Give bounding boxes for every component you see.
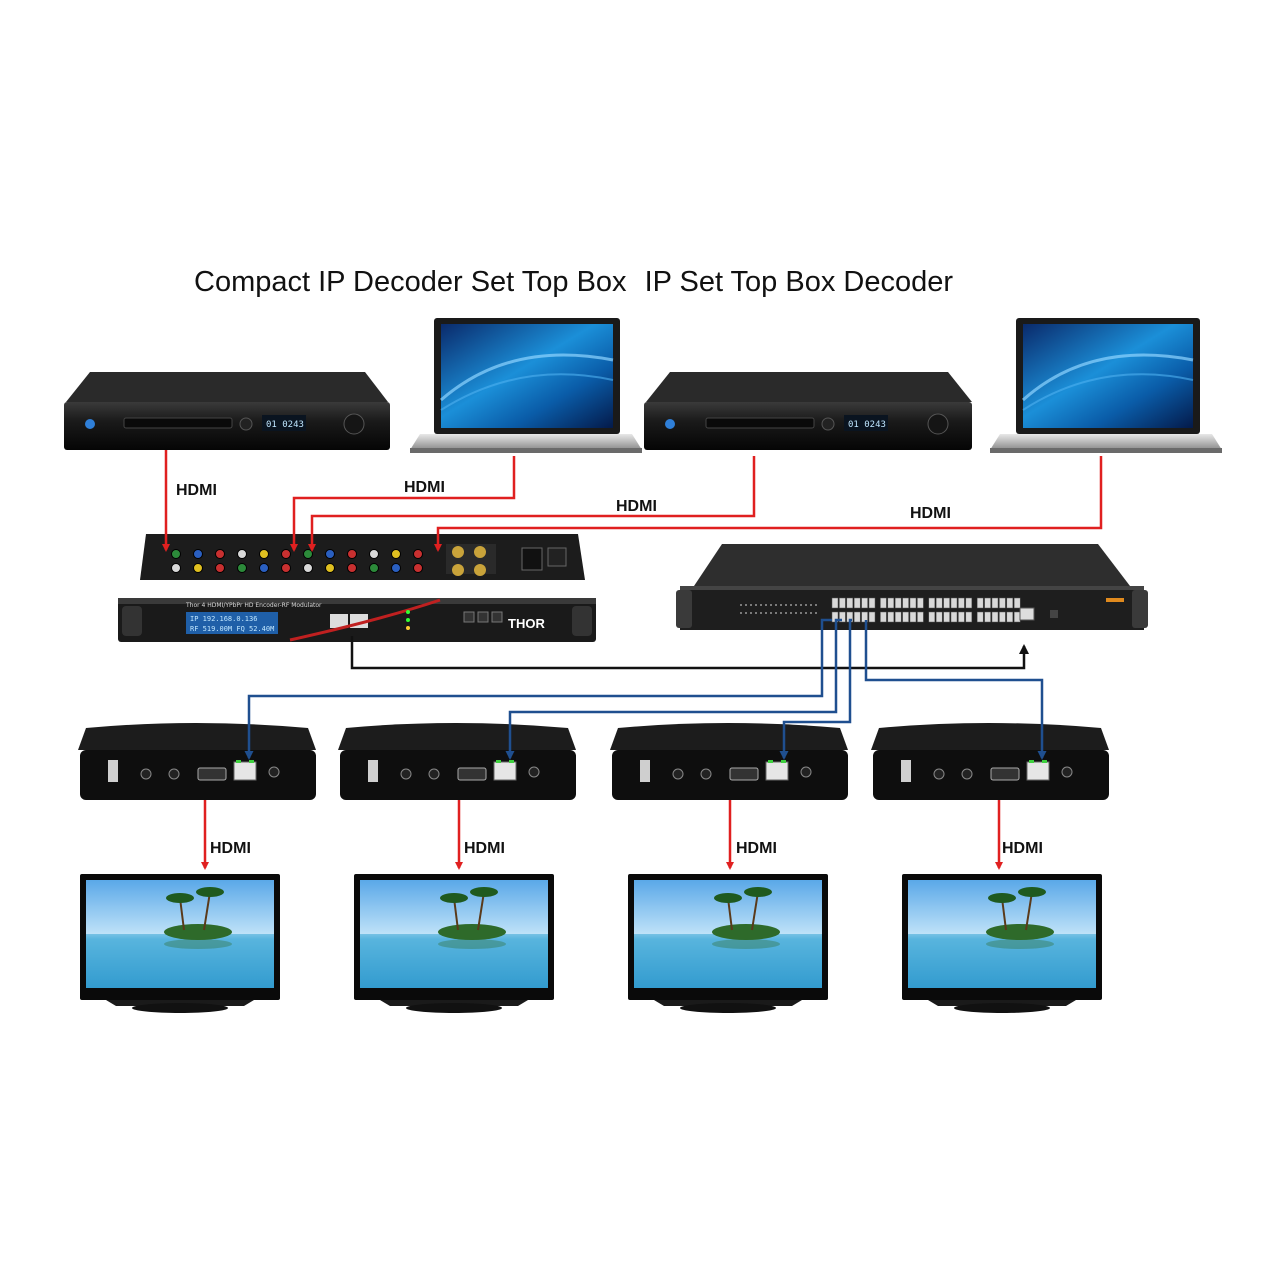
hdmi-line-laptop1	[290, 456, 516, 552]
hdmi-labels: HDMI HDMI HDMI HDMI HDMI HDMI HDMI HDMI	[176, 479, 1043, 857]
hdmi-label-laptop1: HDMI	[404, 479, 445, 496]
svg-text:01 0243: 01 0243	[848, 420, 886, 430]
hdmi-label-tv1: HDMI	[210, 840, 251, 857]
ethernet-line-decoder2	[505, 618, 842, 760]
ethernet-line-decoder3	[779, 618, 852, 760]
title-ip-set-top-box-decoder: IP Set Top Box Decoder	[644, 266, 954, 298]
hdmi-label-tv3: HDMI	[736, 840, 777, 857]
ip-decoder-2	[338, 723, 576, 800]
ip-decoders	[78, 723, 1109, 800]
encoder-front-panel: IP 192.168.0.136 RF 519.00M FQ 52.40M Th…	[118, 598, 596, 642]
diagram-title: Compact IP Decoder Set Top Box IP Set Top…	[194, 266, 971, 299]
television-2	[354, 874, 554, 1013]
televisions	[80, 874, 1102, 1013]
hdmi-label-laptop2: HDMI	[910, 505, 951, 522]
ip-decoder-3	[610, 723, 848, 800]
laptop-1	[410, 318, 642, 453]
ip-decoder-4	[871, 723, 1109, 800]
ethernet-line-decoder4	[864, 620, 1047, 760]
laptop-2	[990, 318, 1222, 453]
hdmi-line-bluray2	[308, 456, 756, 552]
television-4	[902, 874, 1102, 1013]
network-switch	[676, 544, 1148, 630]
rca-connectors	[171, 549, 423, 573]
thor-logo: THOR	[508, 616, 545, 631]
svg-text:01 0243: 01 0243	[266, 420, 304, 430]
bluray-player-1: 01 0243	[64, 372, 390, 450]
ethernet-connections	[244, 618, 1047, 760]
hdmi-label-bluray2: HDMI	[616, 498, 657, 515]
ip-decoder-1	[78, 723, 316, 800]
encoder-lcd-line-2: RF 519.00M FQ 52.40M	[190, 625, 274, 633]
hdmi-line-laptop2	[434, 456, 1103, 552]
television-3	[628, 874, 828, 1013]
uplink-line	[350, 636, 1029, 670]
television-1	[80, 874, 280, 1013]
title-compact-ip-decoder: Compact IP Decoder Set Top Box	[194, 266, 627, 298]
ethernet-line-decoder1	[244, 618, 832, 760]
hdmi-label-tv2: HDMI	[464, 840, 505, 857]
bluray-player-2: 01 0243	[644, 372, 972, 450]
hdmi-label-tv4: HDMI	[1002, 840, 1043, 857]
encoder-rear-panel	[140, 534, 585, 580]
encoder-model-text: Thor 4 HDMI/YPbPr HD Encoder-RF Modulato…	[185, 602, 322, 609]
hdmi-label-bluray1: HDMI	[176, 482, 217, 499]
hdmi-connections	[162, 450, 1103, 870]
encoder-lcd-line-1: IP 192.168.0.136	[190, 615, 257, 623]
